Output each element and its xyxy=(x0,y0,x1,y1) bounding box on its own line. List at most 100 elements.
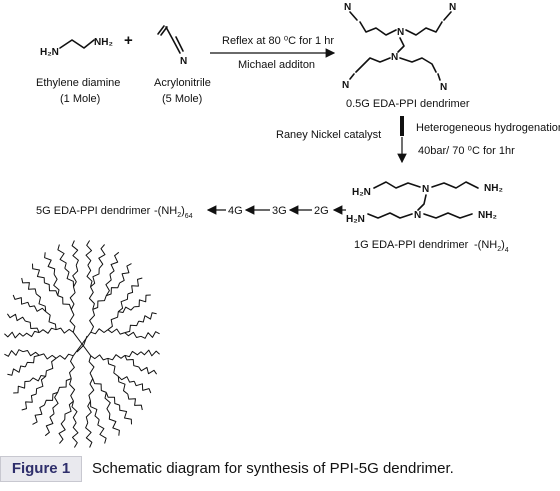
step2-bar xyxy=(400,116,404,136)
product2-structure: N N H₂N NH₂ H₂N NH₂ xyxy=(346,181,503,225)
synthesis-diagram: H₂N NH₂ Ethylene diamine (1 Mole) + N Ac… xyxy=(4,2,560,448)
dendrimer-branch xyxy=(32,404,45,425)
dendrimer-branch xyxy=(98,244,106,269)
dendrimer-branch xyxy=(4,349,24,357)
dendrimer-branch xyxy=(88,378,95,402)
dendrimer-branch xyxy=(6,313,26,322)
dendrimer-branch xyxy=(117,293,129,312)
dendrimer-branch xyxy=(35,376,47,395)
dendrimer-branch xyxy=(124,320,140,334)
dendrimer-branch xyxy=(88,355,95,379)
dendrimer-branch xyxy=(32,263,45,283)
dendrimer-branch xyxy=(133,381,152,394)
dendrimer-branch xyxy=(44,413,55,437)
dendrimer-branch xyxy=(104,392,111,414)
step1-condition-bottom: Michael additon xyxy=(238,59,315,71)
svg-text:NH₂: NH₂ xyxy=(478,210,497,221)
svg-text:N: N xyxy=(391,52,398,63)
dendrimer-branch xyxy=(22,350,40,357)
dendrimer-branch xyxy=(24,354,40,368)
dendrimer-branch xyxy=(52,392,59,414)
dendrimer-branch xyxy=(85,400,92,423)
svg-text:H₂N: H₂N xyxy=(352,187,371,198)
dendrimer-branch xyxy=(69,378,76,402)
label-4g: 4G xyxy=(228,205,243,217)
dendrimer-branch xyxy=(107,358,119,377)
dendrimer-branch xyxy=(39,353,57,360)
reactant1-nh2: NH₂ xyxy=(94,37,113,48)
dendrimer-branch xyxy=(140,349,160,357)
dendrimer-branch xyxy=(88,286,95,310)
step2-process: Heterogeneous hydrogenation xyxy=(416,122,560,134)
dendrimer-branch xyxy=(72,343,83,357)
reactant1-name: Ethylene diamine xyxy=(36,77,120,89)
dendrimer-branch xyxy=(90,354,109,361)
dendrimer-branch xyxy=(81,343,92,357)
dendrimer-branch xyxy=(105,274,112,296)
acrylonitrile-vinyl xyxy=(157,25,165,35)
svg-text:H₂N: H₂N xyxy=(346,214,365,225)
label-5g-name: 5G EDA-PPI dendrimer xyxy=(36,205,151,217)
label-2g: 2G xyxy=(314,205,329,217)
dendrimer-branch xyxy=(109,251,120,275)
dendrimer-branch xyxy=(7,365,26,376)
dendrimer-branch xyxy=(119,405,132,425)
dendrimer-branch xyxy=(108,413,120,436)
dendrimer-branch xyxy=(55,353,74,360)
dendrimer-branch xyxy=(127,277,143,295)
step2-catalyst: Raney Nickel catalyst xyxy=(276,129,381,141)
dendrimer-branch xyxy=(124,355,139,368)
dendrimer-branch xyxy=(57,295,72,310)
dendrimer-branch xyxy=(106,282,121,297)
dendrimer-branch xyxy=(64,268,74,287)
dendrimer-branch xyxy=(138,366,158,375)
product1-structure: N N N N N N xyxy=(342,2,456,93)
figure-caption-text: Schematic diagram for synthesis of PPI-5… xyxy=(92,460,454,477)
dendrimer-branch xyxy=(72,422,79,448)
dendrimer-branch xyxy=(92,295,107,310)
dendrimer-branch xyxy=(124,350,142,358)
dendrimer-branch xyxy=(105,392,120,406)
5g-dendrimer-illustration xyxy=(4,240,160,448)
dendrimer-branch xyxy=(45,311,57,330)
dendrimer-branch xyxy=(72,265,79,288)
dendrimer-branch xyxy=(58,419,66,444)
dendrimer-branch xyxy=(69,355,75,379)
svg-text:N: N xyxy=(342,80,349,91)
acrylonitrile-structure: N xyxy=(157,25,187,67)
dendrimer-branch xyxy=(140,331,160,339)
dendrimer-branch xyxy=(57,378,72,393)
dendrimer-branch xyxy=(85,240,92,266)
svg-text:N: N xyxy=(414,210,421,221)
dendrimer-branch xyxy=(92,378,107,393)
svg-text:N: N xyxy=(344,2,351,13)
dendrimer-branch xyxy=(71,400,78,423)
dendrimer-branch xyxy=(90,268,100,288)
dendrimer-branch xyxy=(134,294,151,308)
dendrimer-branch xyxy=(127,394,143,411)
dendrimer-branch xyxy=(107,328,125,335)
product2-name: 1G EDA-PPI dendrimer xyxy=(354,239,469,251)
dendrimer-branch xyxy=(44,252,56,275)
acrylonitrile-nitrile xyxy=(165,26,181,54)
dendrimer-branch xyxy=(35,293,47,312)
dendrimer-branch xyxy=(29,305,47,312)
dendrimer-branch xyxy=(81,331,92,345)
figure-label: Figure 1 xyxy=(0,456,82,482)
plus-sign: + xyxy=(124,32,133,49)
reactant1-bonds xyxy=(59,39,95,49)
dendrimer-branch xyxy=(53,274,60,296)
dendrimer-branch xyxy=(64,400,74,420)
dendrimer-branch xyxy=(29,375,46,382)
dendrimer-branch xyxy=(85,422,93,448)
svg-text:N: N xyxy=(440,82,447,93)
dendrimer-branch xyxy=(43,391,58,406)
acrylonitrile-n: N xyxy=(180,56,187,67)
dendrimer-branch xyxy=(107,354,126,361)
dendrimer-branch xyxy=(57,244,67,269)
dendrimer-branch xyxy=(12,294,31,307)
dendrimer-branch xyxy=(124,331,142,338)
dendrimer-branch xyxy=(107,311,119,331)
svg-text:NH₂: NH₂ xyxy=(484,183,503,194)
dendrimer-branch xyxy=(118,306,135,313)
